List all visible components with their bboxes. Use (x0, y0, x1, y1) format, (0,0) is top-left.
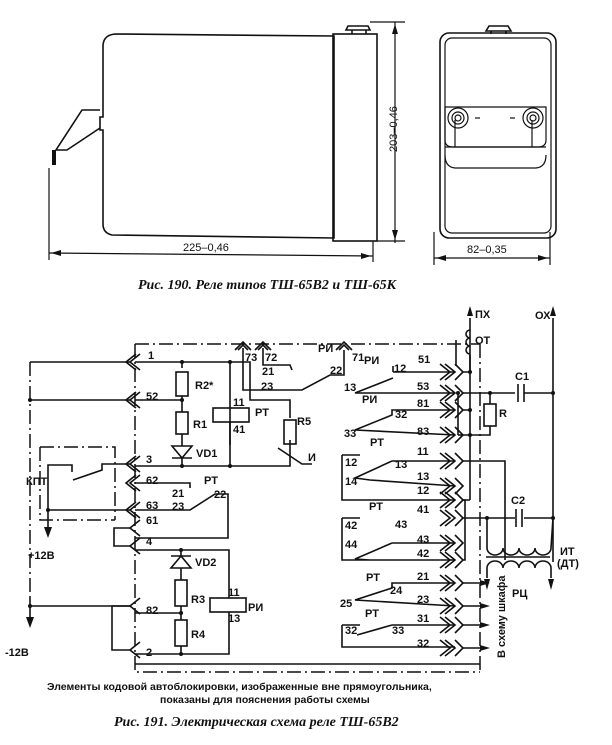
label-ri-13-coil: 13 (228, 613, 240, 625)
pin-52: 52 (146, 391, 158, 403)
pin-11: 11 (417, 446, 429, 458)
pin-32: 32 (417, 638, 429, 650)
label-c23: 23 (261, 381, 273, 393)
label-rt-44: 44 (345, 539, 358, 551)
label-rt-33: 33 (344, 428, 356, 440)
pin-83: 83 (417, 426, 429, 438)
label-ox: ОХ (535, 310, 551, 322)
schematic-labels: 1 52 3 62 63 61 4 82 2 R2* R1 VD1 11 41 … (5, 309, 579, 659)
pin-62: 62 (146, 475, 158, 487)
label-rt-32: 32 (395, 409, 407, 421)
label-ri-12-head: РИ (364, 355, 379, 367)
label-r: R (499, 408, 507, 420)
note-line-1: Элементы кодовой автоблокировки, изображ… (47, 681, 432, 693)
label-vd2: VD2 (195, 557, 216, 569)
label-rt-23: 23 (172, 501, 184, 513)
pin-51: 51 (418, 354, 430, 366)
pin-42: 42 (417, 548, 429, 560)
label-rt-14: 14 (345, 476, 358, 488)
label-r5-mark: И (308, 452, 316, 464)
pin-61: 61 (146, 515, 158, 527)
pin-43: 43 (417, 534, 429, 546)
pin-12: 12 (417, 485, 429, 497)
label-r2: R2* (195, 380, 214, 392)
pin-41: 41 (417, 504, 429, 516)
label-rt-33b: 33 (392, 625, 404, 637)
pin-81: 81 (417, 398, 429, 410)
label-r1: R1 (193, 419, 207, 431)
label-r5: R5 (297, 416, 311, 428)
pin-53: 53 (417, 381, 429, 393)
label-plus-12v: +12В (28, 550, 55, 562)
label-rt-42: 42 (345, 520, 357, 532)
pin-3: 3 (146, 454, 152, 466)
pin-71: 71 (352, 352, 364, 364)
label-rt-43: 43 (395, 519, 407, 531)
to-cabinet-label: В схему шкафа (496, 575, 508, 658)
label-rt-b: РТ (369, 501, 383, 513)
relay-front-view: 82–0,35 (433, 25, 557, 265)
ri-branch (135, 482, 247, 656)
label-rc: РЦ (512, 588, 527, 600)
label-ri-11: 11 (228, 587, 240, 599)
label-c2: C2 (511, 495, 525, 507)
label-rt-e: РТ (204, 475, 218, 487)
label-vd1: VD1 (196, 448, 217, 460)
label-rt-24: 24 (390, 585, 403, 597)
label-rt-41: 41 (233, 424, 245, 436)
relay-side-view: 203–0,46 225–0,46 (48, 21, 405, 262)
pin-73: 73 (245, 352, 257, 364)
label-rt-a: РТ (370, 437, 384, 449)
pin-31: 31 (417, 613, 429, 625)
label-px: ПХ (475, 309, 491, 321)
pin-2: 2 (146, 647, 152, 659)
label-ri-coil: РИ (248, 602, 263, 614)
label-rt-coil: РТ (255, 407, 269, 419)
schematic: В схему шкафа (26, 306, 556, 673)
note-line-2: показаны для пояснения работы схемы (160, 694, 370, 706)
pin-82: 82 (146, 605, 158, 617)
label-r3: R3 (191, 594, 205, 606)
label-rt-d: РТ (365, 608, 379, 620)
pin-4: 4 (146, 536, 153, 548)
pin-72: 72 (265, 352, 277, 364)
pin-1: 1 (148, 350, 154, 362)
pin-63: 63 (146, 500, 158, 512)
label-rt-25: 25 (340, 598, 352, 610)
label-c1: C1 (515, 371, 529, 383)
label-r4: R4 (191, 629, 206, 641)
label-dt: (ДТ) (557, 558, 579, 570)
label-ot: ОТ (475, 335, 491, 347)
label-ri-sub: РИ (362, 394, 377, 406)
right-connectors (439, 363, 465, 657)
label-rt-12: 12 (345, 457, 357, 469)
label-it: ИТ (560, 546, 575, 558)
label-kpt: КПТ (26, 476, 48, 488)
label-ri-top: РИ (318, 343, 333, 355)
label-rt-11: 11 (233, 397, 245, 409)
label-rt-32b: 32 (345, 625, 357, 637)
pin-21: 21 (417, 571, 429, 583)
label-c21: 21 (262, 366, 274, 378)
dim-width-label: 225–0,46 (183, 242, 229, 254)
label-ri-12: 12 (394, 363, 406, 375)
label-ri-13: 13 (344, 382, 356, 394)
fig190-caption: Рис. 190. Реле типов ТШ-65В2 и ТШ-65К (138, 278, 398, 293)
pin-13: 13 (417, 471, 429, 483)
dim-front-width-label: 82–0,35 (467, 244, 507, 256)
label-minus-12v: -12В (5, 647, 29, 659)
fig191-caption: Рис. 191. Электрическая схема реле ТШ-65… (114, 715, 399, 730)
label-rt-13: 13 (395, 459, 407, 471)
label-rt-22: 22 (214, 489, 226, 501)
pin-23: 23 (417, 594, 429, 606)
label-rt-c: РТ (366, 572, 380, 584)
dim-height-label: 203–0,46 (388, 106, 400, 152)
label-rt-21: 21 (172, 488, 184, 500)
label-c22: 22 (330, 365, 342, 377)
